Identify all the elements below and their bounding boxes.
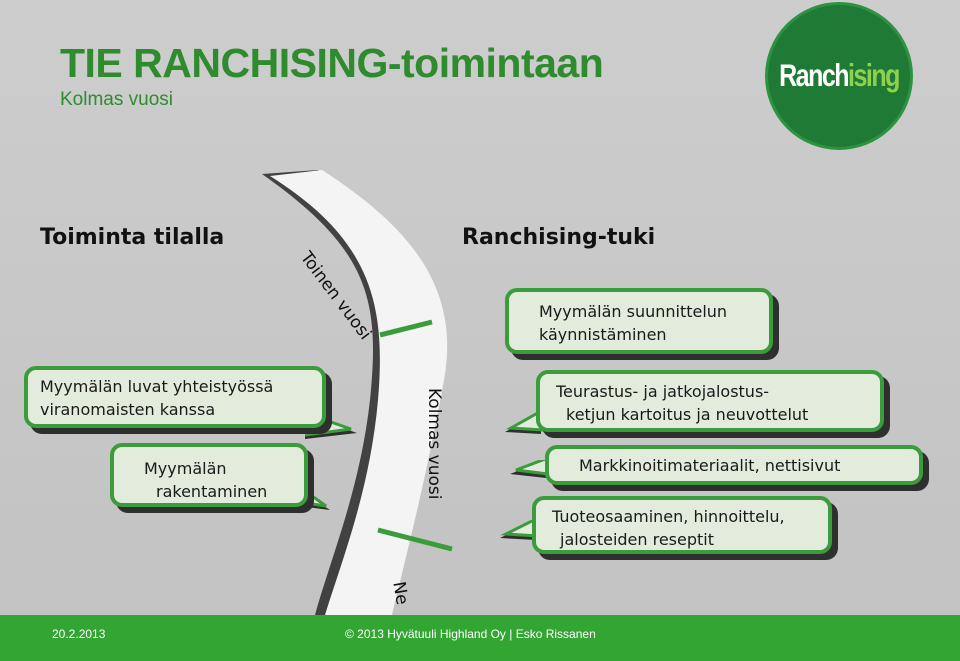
- left-bubble-permits: Myymälän luvat yhteistyössä viranomaiste…: [24, 366, 326, 428]
- road: [270, 170, 448, 615]
- footer-bar: 20.2.2013 © 2013 Hyvätuuli Highland Oy |…: [0, 615, 960, 661]
- bubble-line: Myymälän: [144, 459, 227, 478]
- bubble-line: ketjun kartoitus ja neuvottelut: [566, 405, 809, 424]
- left-bubble-construction: Myymälän rakentaminen: [110, 443, 308, 507]
- bubble-line: viranomaisten kanssa: [40, 400, 216, 419]
- road-marker: [379, 319, 433, 338]
- bubble-line: Teurastus- ja jatkojalostus-: [556, 382, 770, 401]
- right-bubble-store-planning: Myymälän suunnittelun käynnistäminen: [505, 288, 773, 354]
- right-bubble-product-knowhow: Tuoteosaaminen, hinnoittelu, jalosteiden…: [532, 496, 832, 554]
- right-column-heading: Ranchising-tuki: [462, 225, 656, 250]
- road-label-next: Ne: [388, 580, 413, 607]
- logo-wordmark: Ranchising: [779, 57, 900, 94]
- bubble-line: Myymälän suunnittelun: [539, 302, 728, 321]
- left-column-heading: Toiminta tilalla: [40, 225, 225, 250]
- footer-copyright: © 2013 Hyvätuuli Highland Oy | Esko Riss…: [345, 627, 596, 641]
- logo-text-part1: Ranch: [779, 57, 849, 93]
- right-bubble-marketing: Markkinoitimateriaalit, nettisivut: [545, 445, 923, 485]
- road-marker: [377, 527, 453, 552]
- slide-subtitle: Kolmas vuosi: [60, 89, 173, 110]
- bubble-line: Markkinoitimateriaalit, nettisivut: [579, 456, 841, 475]
- bubble-line: Tuoteosaaminen, hinnoittelu,: [552, 507, 785, 526]
- road-label-third-year: Kolmas vuosi: [424, 388, 444, 500]
- ranchising-logo: Ranchising: [765, 2, 913, 150]
- bubble-pointer: [510, 460, 550, 478]
- slide-title: TIE RANCHISING-toimintaan: [60, 40, 604, 86]
- footer-date: 20.2.2013: [52, 627, 106, 641]
- bubble-line: Myymälän luvat yhteistyössä: [40, 377, 274, 396]
- logo-text-part2: ising: [848, 57, 900, 93]
- bubble-line: rakentaminen: [156, 482, 268, 501]
- right-bubble-slaughter-chain: Teurastus- ja jatkojalostus- ketjun kart…: [536, 370, 884, 432]
- bubble-line: käynnistäminen: [539, 325, 667, 344]
- bubble-line: jalosteiden reseptit: [560, 530, 715, 549]
